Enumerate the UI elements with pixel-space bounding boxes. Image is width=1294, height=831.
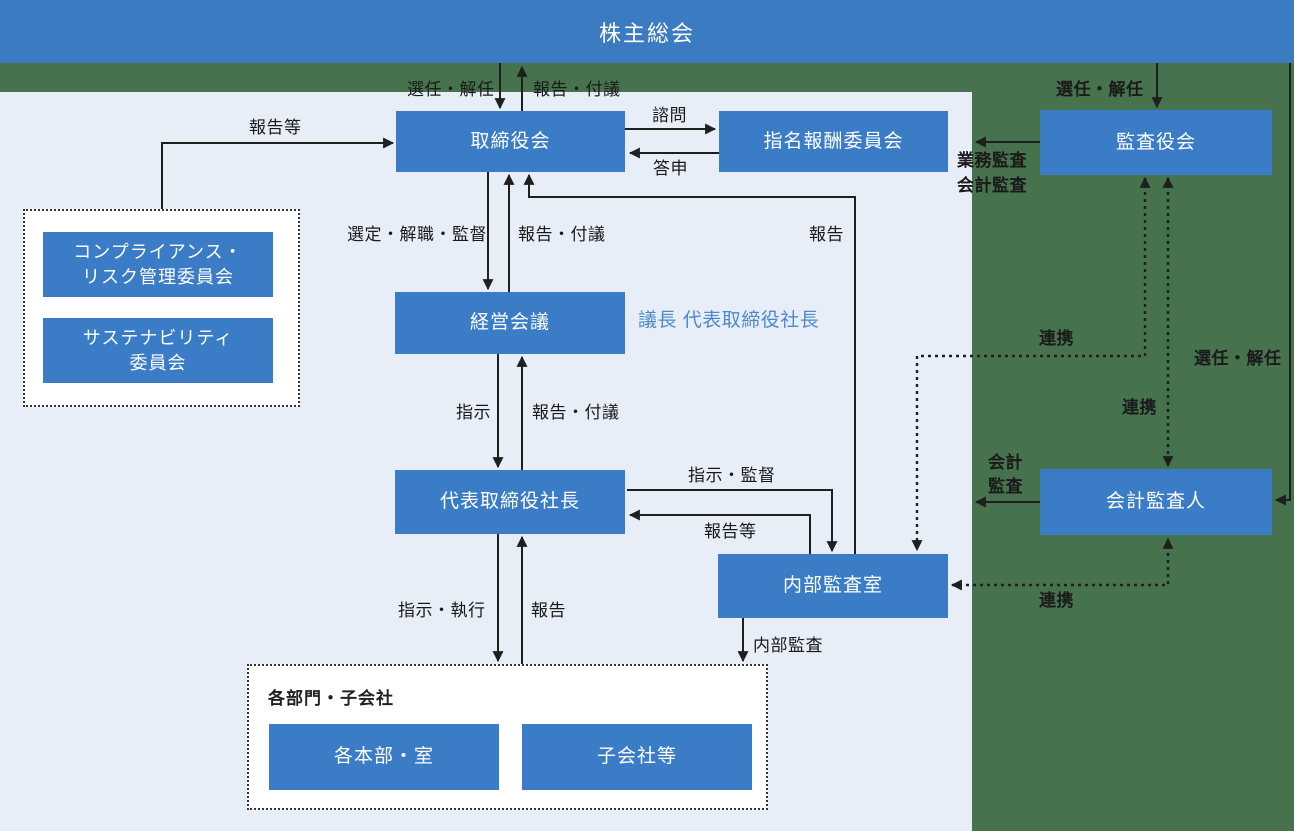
node-nomination-committee: 指名報酬委員会 (719, 111, 948, 172)
label-consultation: 諮問 (652, 106, 687, 125)
node-board-label: 取締役会 (470, 130, 551, 152)
node-accounting-auditor-label: 会計監査人 (1105, 491, 1206, 513)
node-management-meeting-label: 経営会議 (469, 312, 550, 334)
node-divisions-label: 各本部・室 (333, 746, 434, 768)
node-compliance-label-line2: リスク管理委員会 (82, 266, 234, 287)
node-sustainability-label-line1: サステナビリティ (82, 328, 234, 349)
label-election-dismissal-board: 選任・解任 (407, 80, 495, 99)
divisions-group-title: 各部門・子会社 (268, 689, 394, 708)
label-reports-etc-internal: 報告等 (704, 522, 757, 541)
node-compliance-label-line1: コンプライアンス・ (73, 242, 243, 263)
label-operational-audit: 業務監査 (957, 151, 1027, 170)
node-divisions: 各本部・室 (269, 724, 499, 790)
label-cooperation-auditboard-auditor: 連携 (1122, 398, 1157, 417)
node-accounting-auditor: 会計監査人 (1040, 469, 1272, 535)
label-report-referral-board: 報告・付議 (518, 225, 606, 244)
node-subsidiaries: 子会社等 (522, 724, 752, 790)
label-internal-audit: 内部監査 (753, 636, 823, 655)
label-instruction-execution: 指示・執行 (398, 601, 486, 620)
label-reports-etc-committees: 報告等 (249, 118, 302, 137)
label-election-dismissal-audit-board: 選任・解任 (1056, 80, 1144, 99)
shareholders-meeting-banner: 株主総会 (0, 0, 1294, 63)
label-report-back: 答申 (653, 159, 688, 178)
label-accounting-audit-left-line2: 監査 (988, 477, 1023, 496)
shareholders-meeting-title: 株主総会 (598, 20, 695, 46)
node-president: 代表取締役社長 (395, 470, 625, 534)
node-compliance-risk-committee: コンプライアンス・ リスク管理委員会 (43, 232, 273, 297)
label-cooperation-internal-auditor: 連携 (1039, 591, 1074, 610)
node-president-label: 代表取締役社長 (439, 491, 580, 513)
label-appointment-dismissal-supervision: 選定・解職・監督 (347, 225, 487, 244)
label-report-internal-audit-to-board: 報告 (809, 225, 844, 244)
label-report-referral-management: 報告・付議 (532, 403, 620, 422)
node-management-meeting: 経営会議 (395, 292, 625, 354)
node-sustainability-committee: サステナビリティ 委員会 (43, 318, 273, 383)
edge-cooperation-internal-auditor (950, 537, 1174, 591)
node-audit-board: 監査役会 (1040, 110, 1272, 175)
node-internal-audit-office: 内部監査室 (718, 554, 948, 618)
label-accounting-audit-left-line1: 会計 (988, 453, 1023, 472)
label-instruction: 指示 (456, 403, 491, 422)
label-election-dismissal-auditor: 選任・解任 (1194, 349, 1282, 368)
node-audit-board-label: 監査役会 (1115, 131, 1196, 153)
label-cooperation-auditboard-internal: 連携 (1039, 329, 1074, 348)
label-management-chair-note: 議長 代表取締役社長 (638, 310, 820, 331)
label-accounting-audit: 会計監査 (957, 176, 1027, 195)
label-report-from-divisions: 報告 (531, 601, 566, 620)
label-report-referral-shareholders: 報告・付議 (533, 80, 621, 99)
edge-shareholders-to-auditor (1274, 63, 1291, 506)
node-nomination-committee-label: 指名報酬委員会 (763, 130, 904, 152)
node-subsidiaries-label: 子会社等 (596, 746, 677, 768)
node-sustainability-label-line2: 委員会 (129, 352, 187, 373)
node-board: 取締役会 (396, 111, 625, 172)
node-internal-audit-office-label: 内部監査室 (782, 575, 883, 597)
label-instruction-supervision: 指示・監督 (688, 466, 776, 485)
